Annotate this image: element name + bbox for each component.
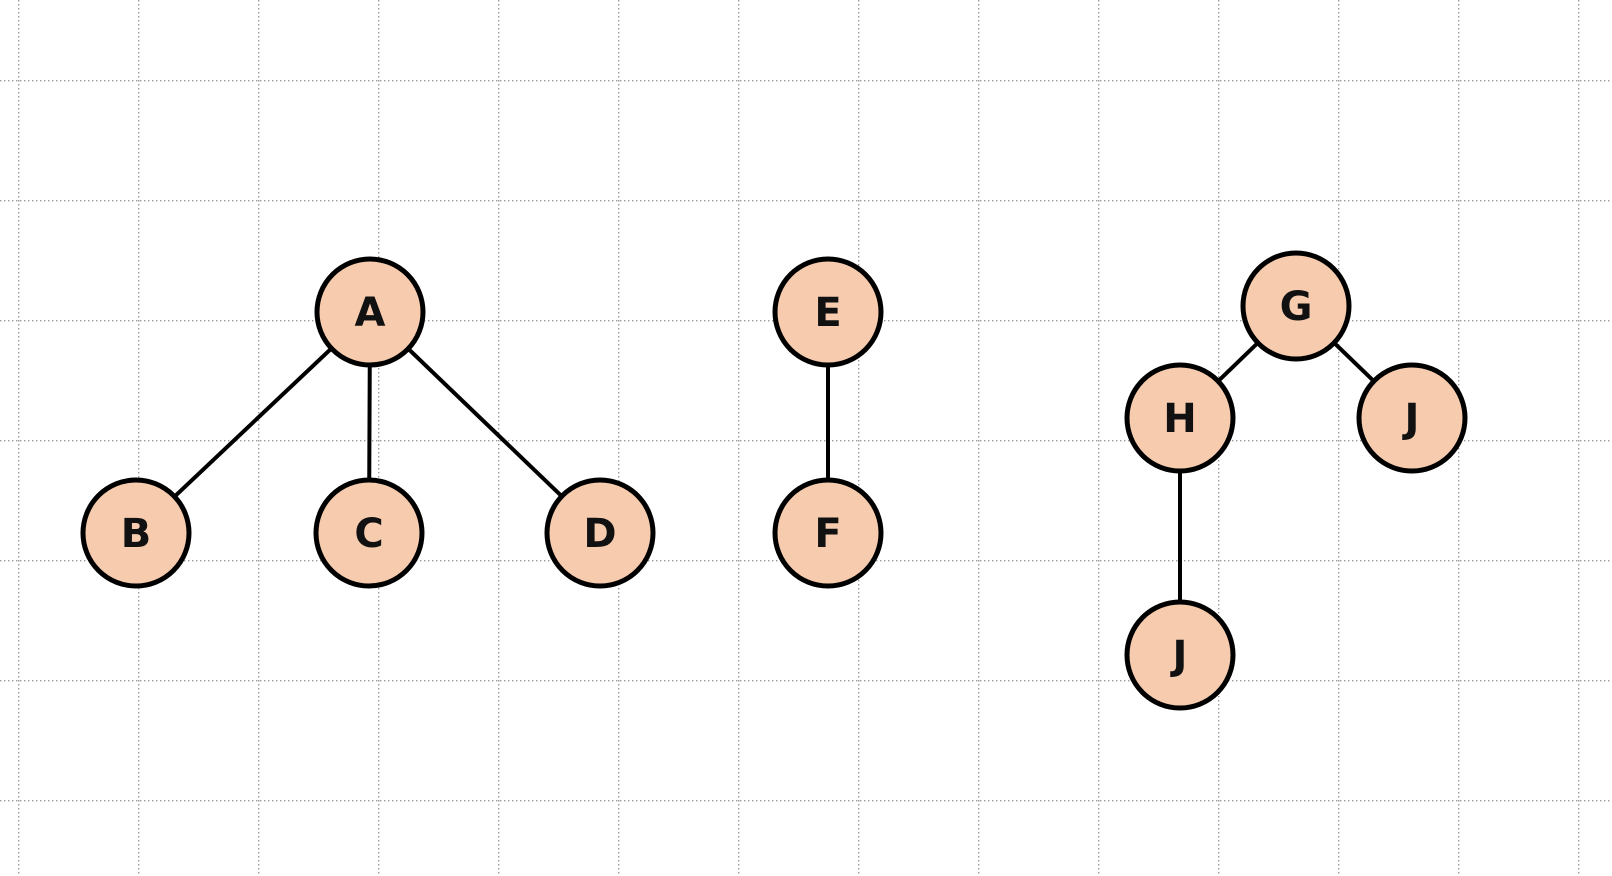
node-circle-h <box>1124 362 1236 474</box>
node-b: B <box>80 477 192 589</box>
node-circle-b <box>80 477 192 589</box>
node-a: A <box>314 256 426 368</box>
node-label-h: H <box>1163 396 1196 442</box>
node-d: D <box>544 477 656 589</box>
node-circle-g <box>1240 250 1352 362</box>
node-label-g: G <box>1280 284 1313 330</box>
node-e: E <box>772 256 884 368</box>
node-circle-f <box>772 477 884 589</box>
node-label-d: D <box>583 511 616 557</box>
nodes: A B C D E F G H J J <box>80 250 1468 711</box>
node-h: H <box>1124 362 1236 474</box>
node-label-j-bottom: J <box>1170 633 1188 679</box>
node-circle-j-bottom <box>1124 599 1236 711</box>
node-label-a: A <box>355 290 386 336</box>
node-label-c: C <box>354 511 383 557</box>
node-circle-j-right <box>1356 362 1468 474</box>
node-label-b: B <box>121 511 152 557</box>
node-label-j-right: J <box>1402 396 1420 442</box>
node-circle-e <box>772 256 884 368</box>
node-g: G <box>1240 250 1352 362</box>
node-circle-c <box>313 477 425 589</box>
node-label-e: E <box>814 290 841 336</box>
node-circle-a <box>314 256 426 368</box>
node-j-right: J <box>1356 362 1468 474</box>
node-f: F <box>772 477 884 589</box>
node-c: C <box>313 477 425 589</box>
node-circle-d <box>544 477 656 589</box>
node-j-bottom: J <box>1124 599 1236 711</box>
node-label-f: F <box>814 511 841 557</box>
